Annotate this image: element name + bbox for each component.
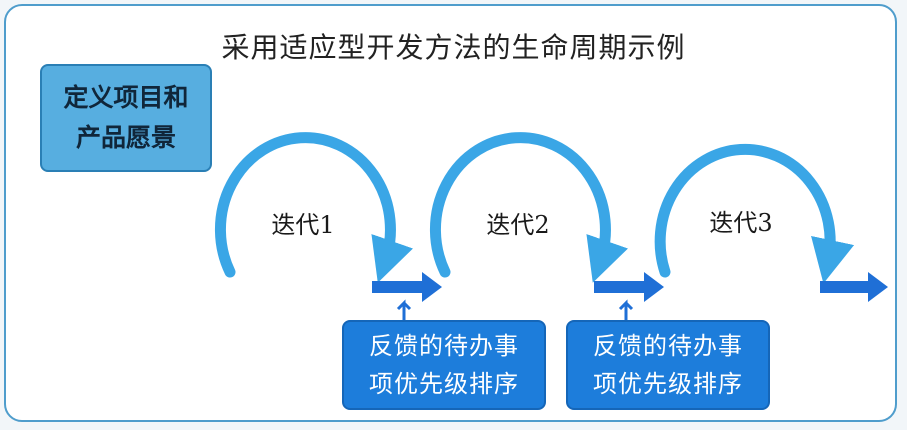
feedback-1-line-1: 反馈的待办事 bbox=[369, 332, 519, 360]
feedback-backlog-box-2: 反馈的待办事 项优先级排序 bbox=[566, 320, 770, 410]
vision-line-1: 定义项目和 bbox=[63, 83, 189, 112]
feedback-connector-2 bbox=[618, 299, 634, 322]
feedback-connector-1 bbox=[396, 299, 412, 322]
iteration-1-cycle-arrow bbox=[215, 132, 413, 283]
vision-box: 定义项目和 产品愿景 bbox=[40, 64, 212, 172]
diagram-title: 采用适应型开发方法的生命周期示例 bbox=[221, 31, 686, 64]
flow-arrow-2 bbox=[594, 272, 664, 302]
iteration-2-label: 迭代2 bbox=[486, 211, 550, 239]
iteration-2-cycle-arrow bbox=[430, 132, 628, 283]
flow-arrow-1 bbox=[372, 272, 442, 302]
feedback-backlog-box-1: 反馈的待办事 项优先级排序 bbox=[342, 320, 546, 410]
feedback-2-line-1: 反馈的待办事 bbox=[593, 332, 743, 360]
iteration-1-label: 迭代1 bbox=[271, 211, 335, 239]
flow-arrow-3 bbox=[820, 272, 888, 302]
iteration-3-cycle-arrow bbox=[654, 143, 855, 284]
feedback-1-line-2: 项优先级排序 bbox=[369, 370, 519, 398]
iteration-3-label: 迭代3 bbox=[709, 209, 773, 237]
vision-line-2: 产品愿景 bbox=[75, 123, 176, 152]
feedback-2-line-2: 项优先级排序 bbox=[593, 370, 743, 398]
